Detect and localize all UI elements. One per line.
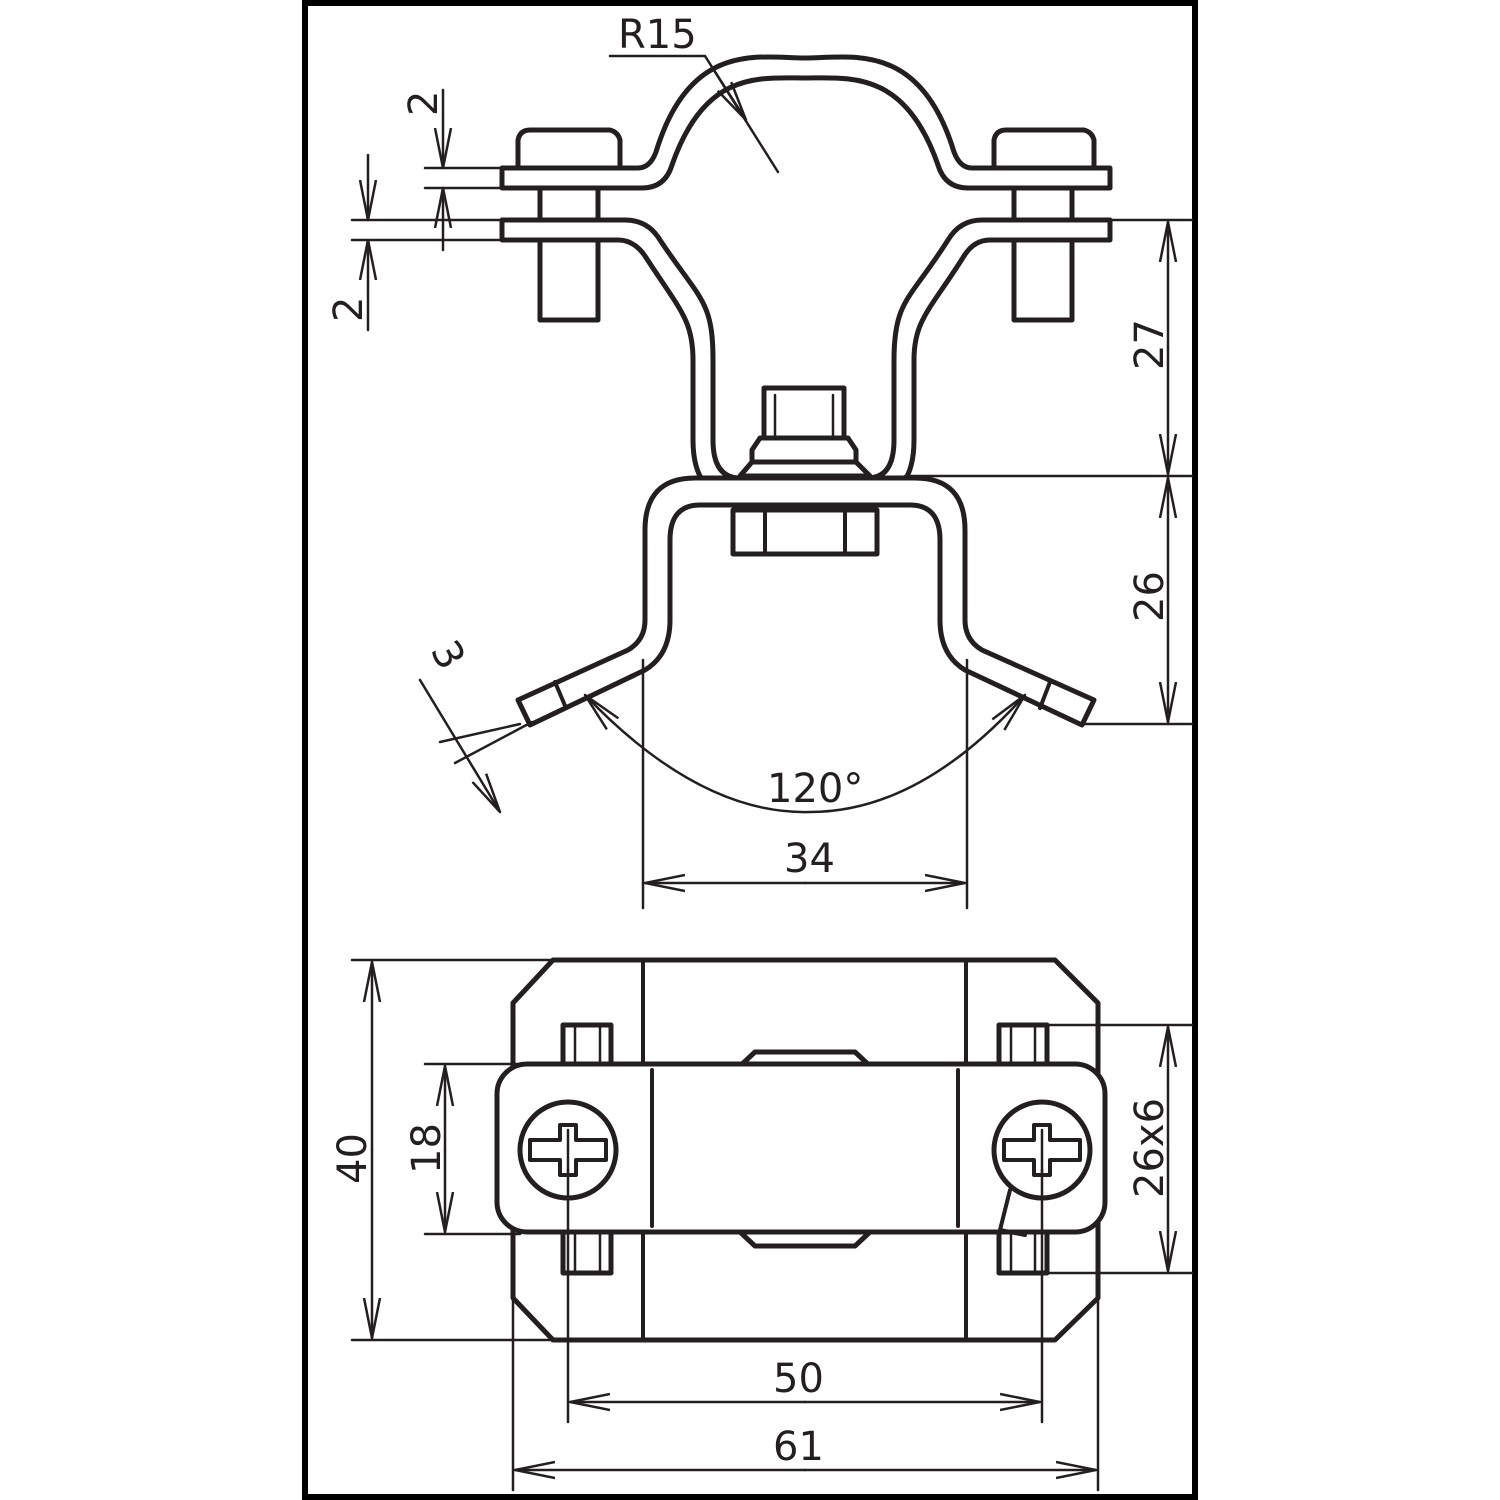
dimension-total-depth: 40 bbox=[330, 958, 552, 1342]
clamp-strap bbox=[494, 1061, 1108, 1235]
total-depth-label: 40 bbox=[330, 1133, 376, 1184]
plate-bottom-label: 2 bbox=[326, 297, 372, 322]
dimension-inner-width: 34 bbox=[641, 658, 969, 910]
lower-strap bbox=[499, 217, 1113, 501]
screw-spacing-label: 50 bbox=[773, 1356, 824, 1402]
dimension-plate-bottom: 2 bbox=[326, 153, 502, 332]
saddle bbox=[515, 475, 1097, 728]
radius-label: R15 bbox=[618, 12, 697, 58]
lower-height-label: 26 bbox=[1127, 571, 1173, 622]
dimension-radius: R15 bbox=[608, 12, 780, 174]
clamp-width-label: 18 bbox=[404, 1123, 450, 1174]
nut bbox=[730, 507, 880, 557]
dimension-angle: 120° bbox=[583, 693, 1027, 814]
clamp-plan-view bbox=[494, 957, 1108, 1343]
inner-width-label: 34 bbox=[784, 836, 835, 882]
right-screw-head bbox=[991, 1099, 1093, 1201]
total-length-label: 61 bbox=[773, 1424, 824, 1470]
dimension-total-length: 61 bbox=[511, 1298, 1100, 1492]
dimension-flat-conductor: 26x6 bbox=[1043, 1023, 1194, 1275]
right-bolt bbox=[991, 127, 1097, 323]
center-bolt bbox=[737, 385, 873, 479]
flat-conductor-label: 26x6 bbox=[1127, 1098, 1173, 1198]
upper-height-label: 27 bbox=[1127, 319, 1173, 370]
angle-label: 120° bbox=[767, 766, 863, 812]
dimension-lower-height: 26 bbox=[1080, 476, 1194, 726]
left-screw-head bbox=[517, 1099, 619, 1201]
dimension-upper-height: 27 bbox=[903, 218, 1194, 478]
plate-top-label: 2 bbox=[401, 91, 447, 116]
dimension-clamp-width: 18 bbox=[404, 1062, 522, 1236]
bolt-stub-bottom-left bbox=[560, 1225, 614, 1276]
clamp-side-view bbox=[499, 54, 1113, 728]
dimension-screw-spacing: 50 bbox=[566, 1168, 1044, 1424]
